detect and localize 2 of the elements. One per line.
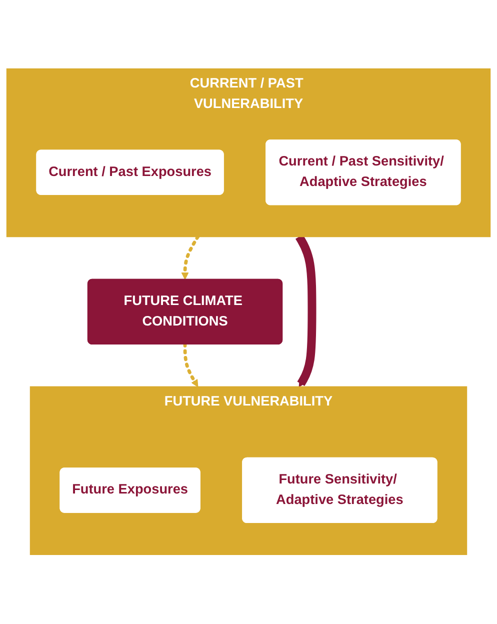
arrow xyxy=(183,342,198,388)
arrow xyxy=(181,235,200,280)
